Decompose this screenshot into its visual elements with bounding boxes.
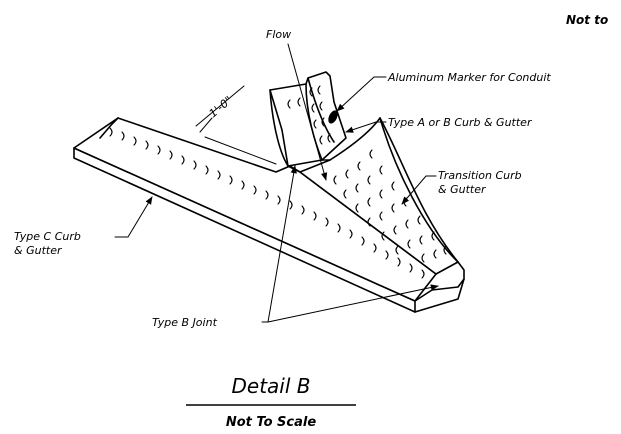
- type-a-or-b-curb-and-gutter: [269, 71, 347, 167]
- label-type-a-or-b: Type A or B Curb & Gutter: [388, 116, 533, 129]
- transition-curb-and-gutter: [299, 117, 459, 275]
- label-transition-line1: Transition Curb: [438, 169, 522, 182]
- label-type-c-line1: Type C Curb: [14, 230, 81, 243]
- label-aluminum-marker: Aluminum Marker for Conduit: [387, 71, 551, 84]
- detail-title: Detail B: [232, 374, 311, 398]
- aluminum-marker-dot: [328, 110, 338, 124]
- label-transition-line2: & Gutter: [438, 183, 487, 196]
- type-c-curb-and-gutter: [73, 117, 465, 313]
- label-flow: Flow: [266, 28, 291, 41]
- leader-lines: [114, 43, 439, 323]
- detail-subtitle: Not To Scale: [226, 415, 316, 430]
- label-type-b-joint: Type B Joint: [152, 316, 218, 329]
- label-type-c-line2: & Gutter: [14, 244, 63, 257]
- note-not-to-scale: Not to: [566, 13, 608, 27]
